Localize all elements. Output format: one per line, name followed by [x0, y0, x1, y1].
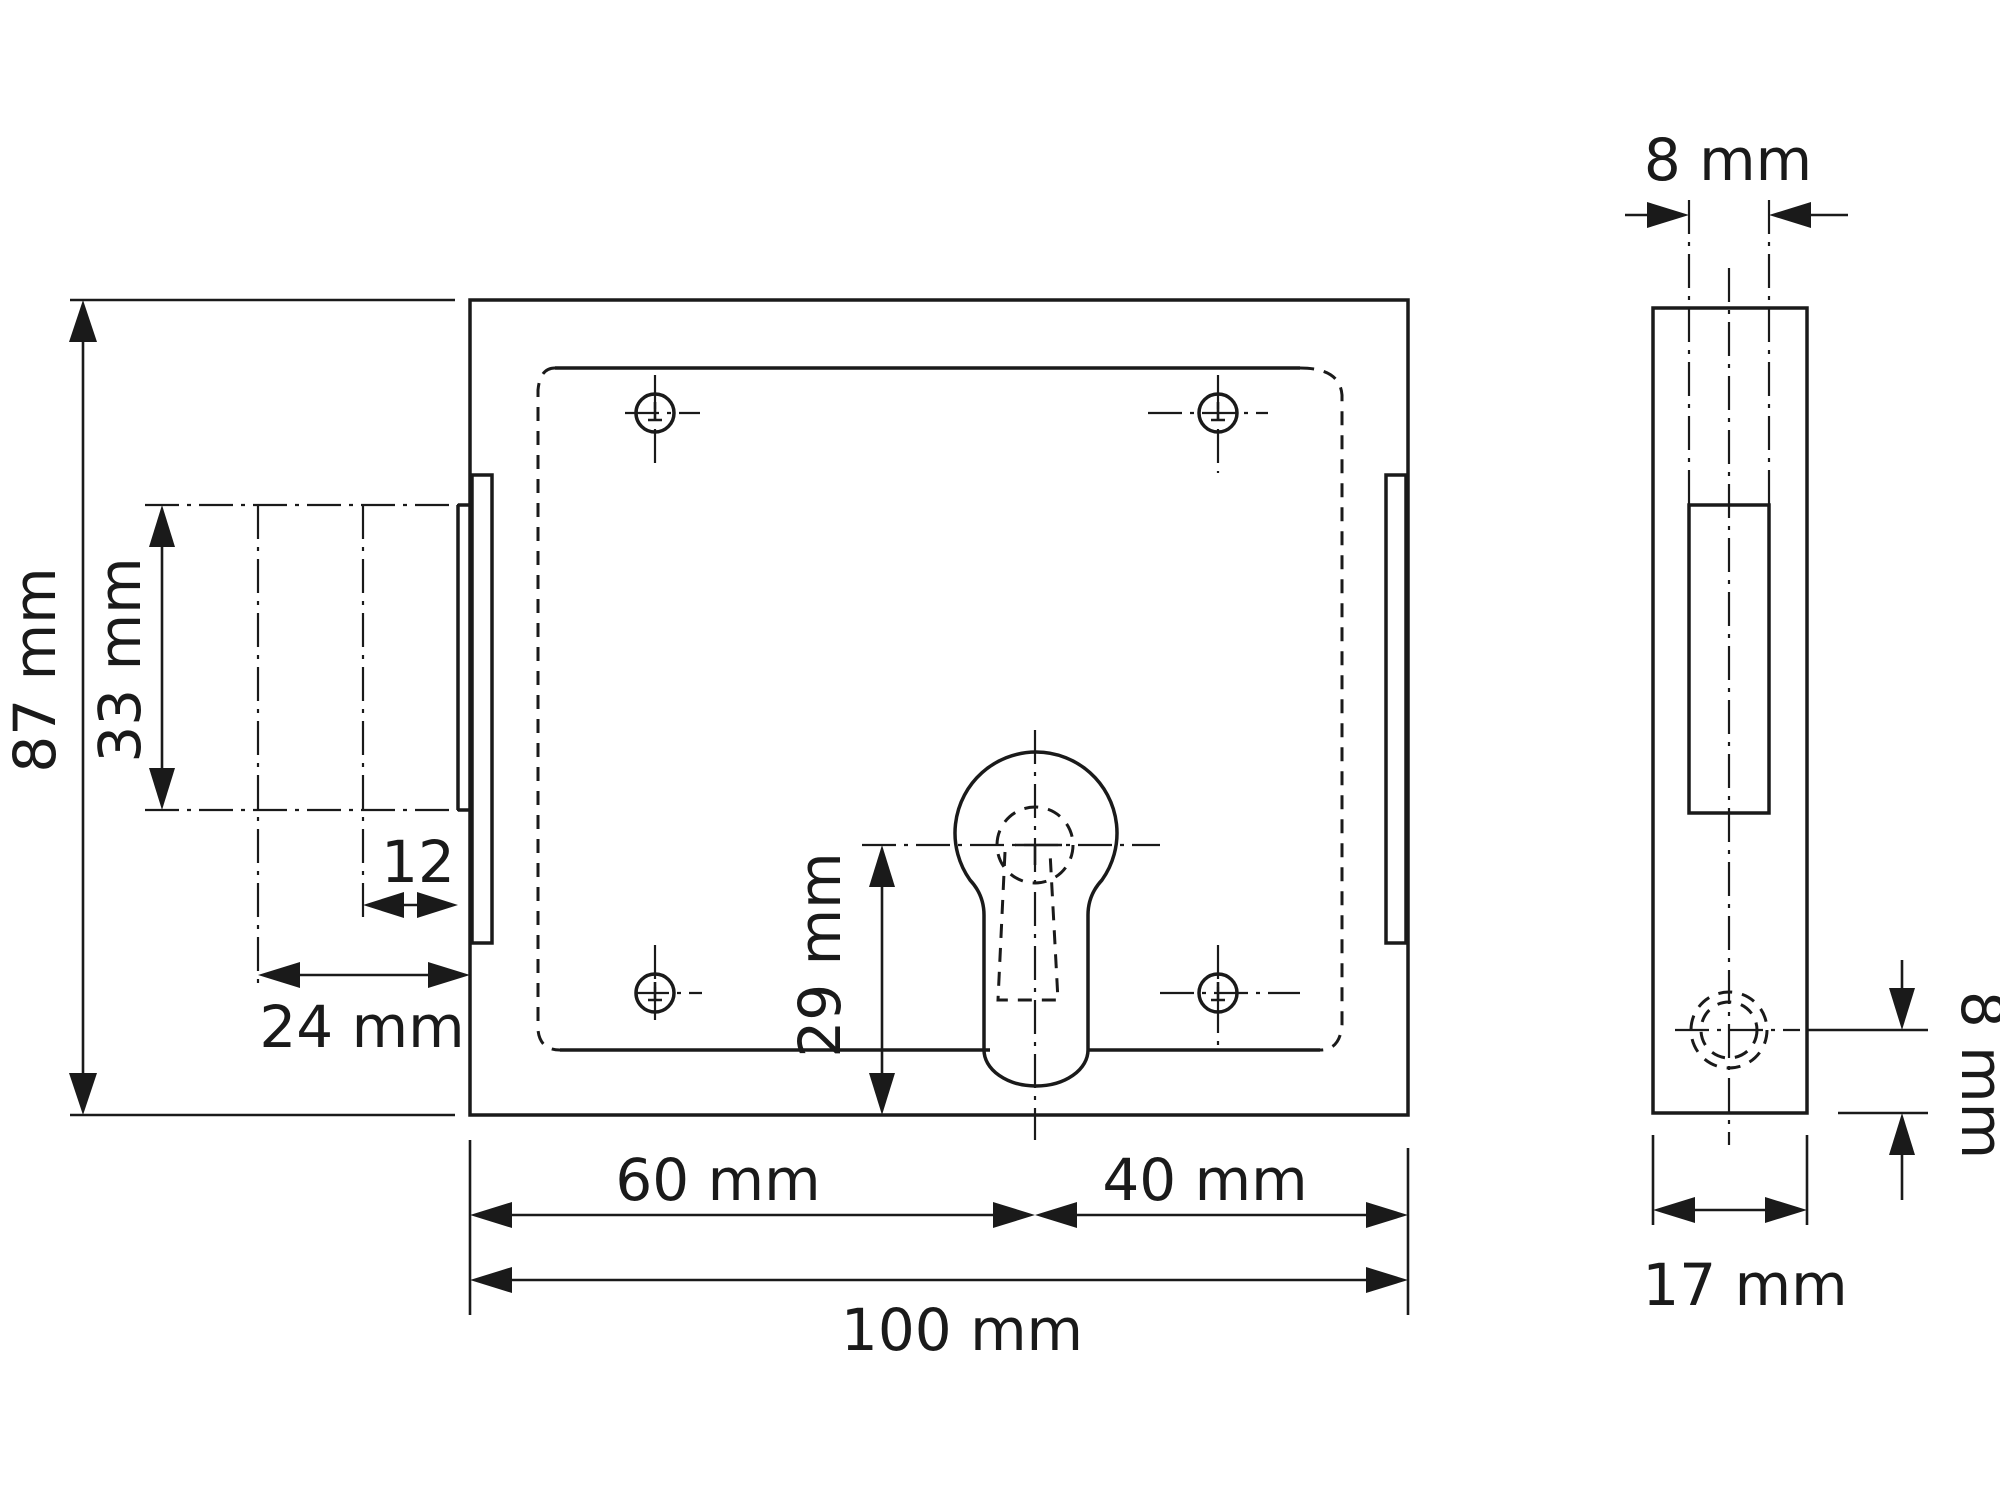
- right-flange: [1384, 473, 1408, 945]
- lock-body-outline: [468, 298, 1410, 1117]
- label-bolt-height: 33 mm: [86, 557, 154, 762]
- label-side-bolt-width: 8 mm: [1644, 126, 1812, 194]
- side-view: [1651, 200, 1809, 1145]
- screw-hole-bottom-left: [634, 945, 702, 1020]
- screw-hole-bottom-right: [1160, 945, 1300, 1048]
- dimension-bolt-projection: 24 mm: [258, 962, 470, 1061]
- dimension-bolt-height: 33 mm: [86, 505, 175, 810]
- dimension-total-height: 87 mm: [1, 298, 455, 1117]
- cover-right-edge: [1299, 366, 1344, 1052]
- label-bolt-projection: 24 mm: [259, 993, 464, 1061]
- side-body-outline: [1651, 306, 1809, 1115]
- label-bolt-offset: 12: [381, 828, 455, 896]
- dimension-bolt-offset: 12: [363, 828, 458, 918]
- dimension-total-width: 100 mm: [470, 1267, 1408, 1364]
- label-side-hole-height: 8 mm: [1948, 991, 2000, 1159]
- cylinder-cutout: [953, 750, 1119, 1088]
- label-total-width: 100 mm: [841, 1296, 1083, 1364]
- dimension-side-depth: 17 mm: [1642, 1135, 1848, 1319]
- dimension-side-hole-height: 8 mm: [1808, 960, 2000, 1200]
- dimension-width-chain: 60 mm 40 mm: [468, 1140, 1410, 1315]
- front-view: [145, 298, 1410, 1140]
- dimension-cylinder-height: 29 mm: [786, 845, 895, 1115]
- screw-hole-top-left: [625, 375, 700, 468]
- dimension-side-bolt-width: 8 mm: [1625, 126, 1848, 228]
- side-fixing-hole: [1675, 990, 1800, 1070]
- label-cylinder-height: 29 mm: [786, 852, 854, 1057]
- cover-left-edge: [536, 366, 561, 1052]
- screw-hole-top-right: [1148, 375, 1268, 473]
- label-total-height: 87 mm: [1, 567, 69, 772]
- label-right-offset: 40 mm: [1102, 1146, 1307, 1214]
- label-side-depth: 17 mm: [1642, 1251, 1847, 1319]
- left-flange: [470, 473, 494, 945]
- label-backset: 60 mm: [615, 1146, 820, 1214]
- bolt-stub: [456, 503, 472, 812]
